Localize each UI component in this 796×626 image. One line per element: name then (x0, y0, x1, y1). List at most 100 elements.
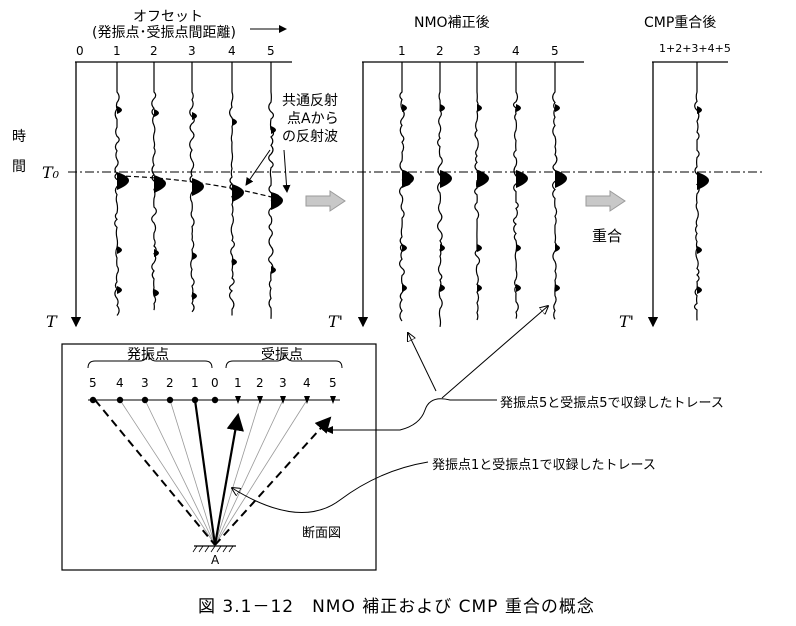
nmo-number-5: 5 (551, 44, 559, 58)
callout-1-text: 発振点1と受振点1で収録したトレース (432, 458, 656, 473)
reflection-annotation-line-3: の反射波 (282, 129, 338, 145)
shot-number-2: 2 (166, 376, 174, 390)
shot-station-2 (166, 396, 174, 404)
reflection-annotation-line-1: 共通反射 (282, 93, 338, 109)
receiver-station-2 (257, 396, 263, 404)
panel1-axes (70, 25, 292, 328)
offset-subheader: (発振点･受振点間距離) (92, 25, 236, 41)
ray-receiver-4 (214, 399, 308, 546)
t-prime-label-cmp: T' (619, 312, 635, 331)
panel2-axes (357, 61, 584, 328)
nmo-trace-1 (399, 62, 411, 322)
cmp-stacked-trace-event-2 (697, 286, 702, 294)
ray-receiver-3 (214, 399, 284, 546)
nmo-header: NMO補正後 (414, 15, 490, 31)
nmo-trace-2-event-1 (440, 244, 445, 252)
shot-number-0: 0 (211, 376, 219, 390)
nmo-trace-5-event-2 (555, 284, 560, 292)
offset-number-4: 4 (228, 44, 236, 58)
nmo-trace-2-event-2 (440, 284, 445, 292)
nmo-trace-5-wavelet (555, 170, 567, 188)
offset-trace-3-event-1 (192, 252, 197, 260)
nmo-number-3: 3 (473, 44, 481, 58)
t0-label: T₀ (42, 163, 60, 182)
nmo-trace-3-event-2 (477, 284, 482, 292)
reflection-annotation: 共通反射 点Aから の反射波 (282, 92, 339, 146)
nmo-trace-3-wavelet (477, 170, 489, 188)
offset-trace-3-wavelet (192, 178, 204, 196)
offset-number-2: 2 (150, 44, 158, 58)
shot-number-5: 5 (89, 376, 97, 390)
shot-number-3: 3 (141, 376, 149, 390)
point-a-label: A (211, 553, 220, 567)
cmp-header: CMP重合後 (644, 15, 717, 31)
nmo-number-2: 2 (436, 44, 444, 58)
nmo-arrow (305, 190, 346, 212)
offset-number-5: 5 (267, 44, 275, 58)
nmo-trace-4-event-2 (516, 284, 521, 292)
offset-trace-3-event-0 (192, 112, 197, 120)
receiver-number-5: 5 (329, 376, 337, 390)
shot-station-3 (141, 396, 149, 404)
receiver-number-1: 1 (234, 376, 242, 390)
ray-receiver-1 (213, 412, 244, 546)
receiver-number-2: 2 (256, 376, 264, 390)
shot-station-0 (211, 396, 219, 404)
shot-station-5 (89, 396, 97, 404)
offset-header: オフセット (133, 9, 203, 25)
offset-trace-1-wavelet (117, 172, 129, 190)
offset-trace-5 (268, 62, 280, 319)
receiver-station-3 (280, 396, 286, 404)
nmo-trace-3-event-1 (477, 244, 482, 252)
shot-station-1 (191, 396, 199, 404)
ray-shot-3 (144, 399, 216, 546)
callout-1-curve (232, 461, 429, 513)
shot-station-4 (116, 396, 124, 404)
offset-trace-2-event-0 (154, 109, 159, 117)
time-label-1: 時 (12, 129, 26, 145)
offset-number-0: 0 (76, 44, 84, 58)
offset-trace-3 (189, 62, 201, 313)
callout-5-curve (330, 398, 497, 431)
nmo-trace-1-event-0 (402, 104, 407, 112)
nmo-trace-2-wavelet (440, 170, 452, 188)
nmo-trace-4-event-0 (516, 104, 521, 112)
offset-number-3: 3 (188, 44, 196, 58)
receiver-station-4 (304, 396, 310, 404)
nmo-trace-5-event-0 (555, 104, 560, 112)
nmo-number-1: 1 (398, 44, 406, 58)
nmo-trace-2 (437, 62, 449, 328)
offset-trace-2 (151, 62, 163, 311)
panel3-axes (647, 61, 728, 328)
receiver-station-5 (330, 396, 336, 404)
nmo-trace-4-event-1 (516, 244, 521, 252)
offset-trace-2-event-2 (154, 289, 159, 297)
offset-trace-1-event-2 (117, 286, 122, 294)
receiver-number-3: 3 (279, 376, 287, 390)
cmp-trace-label: 1+2+3+4+5 (659, 42, 731, 55)
section-box (61, 343, 377, 571)
offset-number-1: 1 (113, 44, 121, 58)
ray-shot-5 (94, 399, 216, 546)
ray-shot-4 (119, 399, 216, 546)
offset-trace-4-event-0 (232, 118, 237, 126)
offset-trace-5-wavelet (271, 192, 283, 210)
offset-trace-1-event-1 (117, 246, 122, 254)
offset-trace-5-event-1 (271, 266, 276, 274)
offset-trace-4 (228, 62, 241, 316)
ray-shot-1 (193, 399, 217, 546)
ray-receiver-5 (214, 416, 332, 546)
nmo-trace-3-event-0 (477, 104, 482, 112)
nmo-trace-5 (551, 62, 564, 320)
shot-number-4: 4 (116, 376, 124, 390)
offset-trace-5-event-0 (271, 126, 276, 134)
nmo-trace-1-wavelet (402, 170, 414, 188)
offset-trace-2-wavelet (154, 175, 166, 193)
callout-5-text: 発振点5と受振点5で収録したトレース (500, 396, 724, 411)
nmo-trace-1-event-1 (402, 244, 407, 252)
ray-paths (89, 396, 336, 546)
t-label: T (46, 312, 57, 331)
receiver-number-4: 4 (303, 376, 311, 390)
